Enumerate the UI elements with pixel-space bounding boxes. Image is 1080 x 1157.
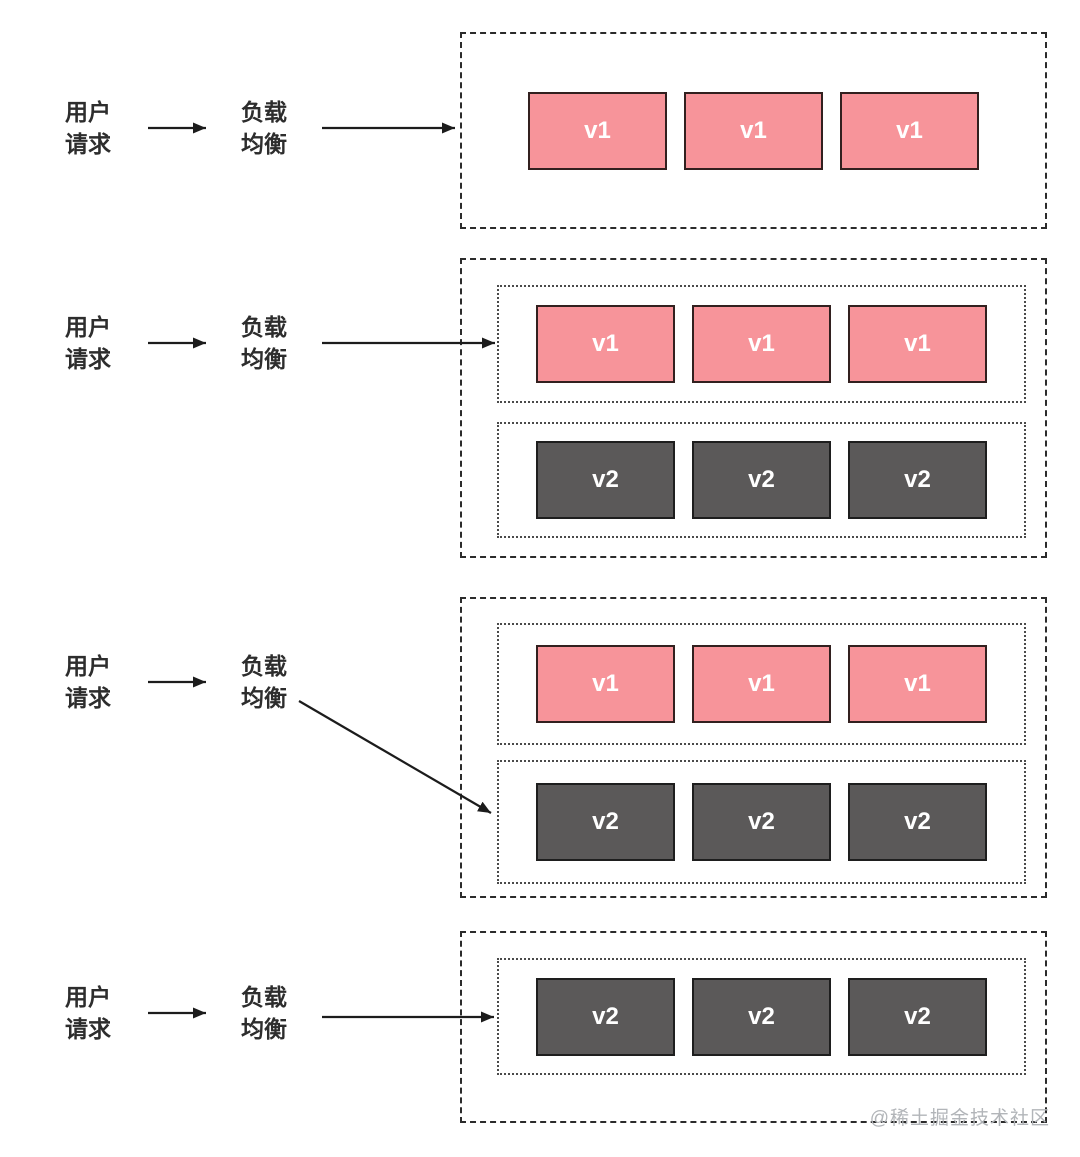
node-v1: v1 [536,305,675,383]
load-balancer-label: 负载 均衡 [241,981,287,1045]
group-box-v2: v2 v2 v2 [497,958,1026,1075]
node-v1: v1 [692,645,831,723]
label-line: 用户 [65,314,111,340]
stage-3-arrows [148,676,492,814]
node-row-v1: v1 v1 v1 [462,34,1045,227]
node-v2: v2 [536,783,675,861]
group-box-v2: v2 v2 v2 [497,760,1026,884]
label-line: 负载 [241,314,287,340]
stage-4-arrows [148,1007,494,1023]
label-line: 负载 [241,653,287,679]
label-line: 负载 [241,984,287,1010]
load-balancer-label: 负载 均衡 [241,650,287,714]
node-row-v2: v2 v2 v2 [499,960,1024,1073]
user-request-label: 用户 请求 [65,311,111,375]
node-v2: v2 [848,977,987,1056]
user-request-label: 用户 请求 [65,981,111,1045]
node-v2: v2 [692,783,831,861]
node-row-v2: v2 v2 v2 [499,424,1024,536]
load-balancer-label: 负载 均衡 [241,96,287,160]
label-line: 用户 [65,984,111,1010]
node-v2: v2 [536,441,675,519]
group-box-v1: v1 v1 v1 [497,285,1026,403]
load-balancer-label: 负载 均衡 [241,311,287,375]
cluster-box-stage-2: v1 v1 v1 v2 v2 v2 [460,258,1047,558]
node-v1: v1 [528,91,667,170]
cluster-box-stage-1: v1 v1 v1 [460,32,1047,229]
label-line: 请求 [65,346,111,372]
label-line: 均衡 [241,1016,287,1042]
group-box-v1: v1 v1 v1 [497,623,1026,745]
node-row-v1: v1 v1 v1 [499,287,1024,401]
cluster-box-stage-3: v1 v1 v1 v2 v2 v2 [460,597,1047,898]
node-v1: v1 [840,91,979,170]
node-v2: v2 [536,977,675,1056]
label-line: 均衡 [241,685,287,711]
node-v1: v1 [536,645,675,723]
label-line: 用户 [65,99,111,125]
label-line: 请求 [65,1016,111,1042]
node-row-v2: v2 v2 v2 [499,762,1024,882]
node-v1: v1 [692,305,831,383]
node-v2: v2 [692,441,831,519]
watermark: @稀土掘金技术社区 [869,1108,1050,1129]
node-v2: v2 [848,441,987,519]
label-line: 负载 [241,99,287,125]
node-v2: v2 [848,783,987,861]
user-request-label: 用户 请求 [65,96,111,160]
node-v1: v1 [684,91,823,170]
label-line: 用户 [65,653,111,679]
node-v1: v1 [848,645,987,723]
label-line: 均衡 [241,346,287,372]
label-line: 均衡 [241,131,287,157]
user-request-label: 用户 请求 [65,650,111,714]
label-line: 请求 [65,685,111,711]
node-v1: v1 [848,305,987,383]
group-box-v2: v2 v2 v2 [497,422,1026,538]
node-v2: v2 [692,977,831,1056]
cluster-box-stage-4: v2 v2 v2 [460,931,1047,1123]
node-row-v1: v1 v1 v1 [499,625,1024,743]
label-line: 请求 [65,131,111,157]
